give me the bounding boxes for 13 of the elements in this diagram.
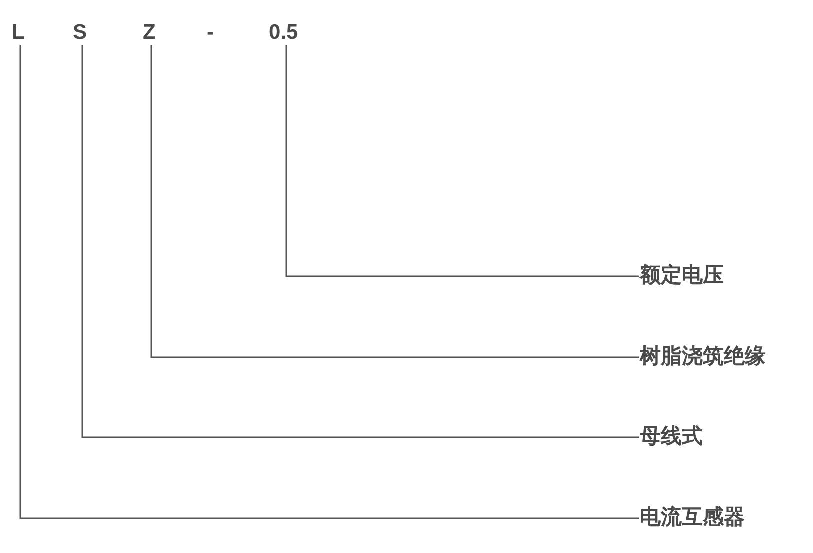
leader-line <box>150 45 639 358</box>
meaning-label: 树脂浇筑绝缘 <box>640 345 766 370</box>
code-hyphen: - <box>207 21 214 46</box>
code-letter: L <box>12 21 25 46</box>
leader-line <box>20 45 639 520</box>
code-letter: Z <box>143 21 156 46</box>
leader-line <box>82 45 639 438</box>
code-number: 0.5 <box>269 21 298 46</box>
meaning-label: 电流互感器 <box>640 506 745 530</box>
meaning-label: 母线式 <box>640 425 703 450</box>
leader-line <box>286 45 639 278</box>
meaning-label: 额定电压 <box>640 264 724 288</box>
code-letter: S <box>73 21 88 46</box>
